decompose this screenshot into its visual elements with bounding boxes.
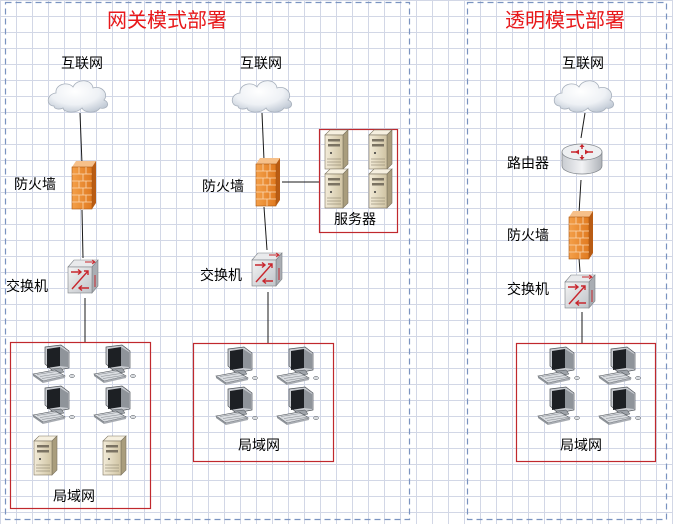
lan-group-box xyxy=(9,341,152,510)
cloud-icon xyxy=(231,80,293,113)
computer-icon xyxy=(598,346,641,386)
transparent-title: 透明模式部署 xyxy=(505,8,625,32)
computer-icon xyxy=(93,344,136,384)
switch-icon xyxy=(251,252,283,287)
switch-label: 交换机 xyxy=(507,282,549,298)
server-icon xyxy=(33,435,58,476)
server-icon xyxy=(368,168,393,209)
internet-label: 互联网 xyxy=(562,56,604,72)
firewall-label: 防火墙 xyxy=(14,177,56,193)
switch-label: 交换机 xyxy=(200,268,242,284)
lan-label: 局域网 xyxy=(238,438,280,454)
lan-label: 局域网 xyxy=(53,489,95,505)
firewall-label: 防火墙 xyxy=(507,228,549,244)
router-label: 路由器 xyxy=(507,156,549,172)
computer-icon xyxy=(93,385,136,425)
firewall-icon xyxy=(71,160,97,210)
lan-label: 局域网 xyxy=(560,438,602,454)
gateway-title: 网关模式部署 xyxy=(107,8,227,32)
computer-icon xyxy=(537,386,580,426)
computer-icon xyxy=(32,385,75,425)
server-icon xyxy=(368,129,393,170)
server-icon xyxy=(102,435,127,476)
computer-icon xyxy=(32,344,75,384)
switch-label: 交换机 xyxy=(6,279,48,295)
internet-label: 互联网 xyxy=(61,56,103,72)
computer-icon xyxy=(215,386,258,426)
lan-group-box xyxy=(515,342,657,463)
connection-lines xyxy=(79,112,586,343)
internet-label: 互联网 xyxy=(240,56,282,72)
server-label: 服务器 xyxy=(334,212,376,228)
computer-icon xyxy=(537,346,580,386)
cloud-icon xyxy=(47,80,109,113)
lan-group-box xyxy=(192,342,335,463)
firewall-label: 防火墙 xyxy=(202,179,244,195)
switch-icon xyxy=(564,274,596,309)
switch-icon xyxy=(67,259,99,294)
router-icon xyxy=(561,143,603,175)
server-icon xyxy=(324,168,349,209)
server-icon xyxy=(324,129,349,170)
computer-icon xyxy=(215,346,258,386)
computer-icon xyxy=(276,386,319,426)
firewall-icon xyxy=(568,210,594,260)
computer-icon xyxy=(598,386,641,426)
transparent-panel xyxy=(466,1,668,521)
cloud-icon xyxy=(553,80,615,113)
server-group-box xyxy=(318,128,399,234)
gateway-panel xyxy=(4,1,411,521)
firewall-icon xyxy=(255,157,281,207)
computer-icon xyxy=(276,346,319,386)
